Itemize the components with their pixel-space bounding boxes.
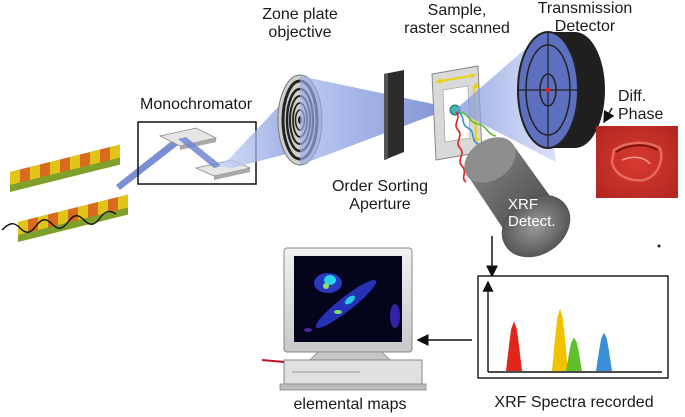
undulator-magnet xyxy=(70,154,80,171)
undulator-magnet xyxy=(28,217,38,233)
diff-phase-arrow xyxy=(603,107,615,124)
undulator-magnet xyxy=(30,164,40,181)
xrf-label-line1: XRF xyxy=(508,196,538,213)
spectrum-peak xyxy=(506,321,522,371)
spectra-peaks xyxy=(506,308,612,371)
order-sorting-aperture xyxy=(384,70,404,160)
xrf-detector xyxy=(464,137,571,258)
keyboard xyxy=(279,383,427,391)
raster-arrow-horizontal xyxy=(440,74,471,83)
diff-phase-label: Diff. Phase xyxy=(618,88,663,124)
transmission-detector xyxy=(517,31,605,149)
xrf-label-line2: Detect. xyxy=(508,213,556,231)
transmission-label-line2: Detector xyxy=(554,17,616,35)
undulator-magnet xyxy=(90,149,100,166)
undulator-magnet xyxy=(40,162,50,178)
sample-label-line1: Sample, xyxy=(427,2,487,19)
undulator-bottom-array xyxy=(18,194,128,242)
undulator-magnet xyxy=(98,199,108,216)
undulator-magnet xyxy=(100,147,110,163)
spectra-panel xyxy=(477,275,669,379)
osa-label-line2: Aperture xyxy=(349,195,411,213)
spectrum-peak xyxy=(566,337,582,371)
focusing-cone xyxy=(300,76,452,165)
order-sorting-aperture-label: Order Sorting Aperture xyxy=(332,178,428,214)
sample-label: Sample, raster scanned xyxy=(404,2,510,38)
sample-label-line2: raster scanned xyxy=(404,19,510,37)
undulator-magnet xyxy=(80,152,90,168)
diff-phase-label-line1: Diff. xyxy=(618,88,647,105)
zone-plate-label-line2: objective xyxy=(268,23,332,41)
undulator-magnet xyxy=(50,159,60,176)
mono-beam-down xyxy=(178,137,222,168)
undulator-magnet xyxy=(18,219,28,235)
diff-phase-image xyxy=(596,126,678,198)
xrf-spectra-label: XRF Spectra recorded xyxy=(494,394,654,411)
zone-plate-label: Zone plate objective xyxy=(262,6,338,42)
undulator-magnet xyxy=(110,144,120,161)
computer-cable xyxy=(261,359,285,363)
undulator-magnet xyxy=(48,212,58,228)
elemental-map-cells xyxy=(304,273,400,332)
undulator-magnet xyxy=(78,204,88,221)
undulator-magnet xyxy=(60,157,70,173)
xrf-detector-label: XRF Detect. xyxy=(508,196,556,231)
transmission-detector-label: Transmission Detector xyxy=(538,0,633,36)
monochromator-label: Monochromator xyxy=(140,96,253,113)
monitor-stand xyxy=(309,351,391,361)
diff-phase-label-line2: Phase xyxy=(618,105,664,123)
stray-dot xyxy=(657,244,661,248)
electron-wiggle-path xyxy=(1,210,117,233)
undulator-magnet xyxy=(10,169,20,185)
undulator-magnet xyxy=(118,194,128,211)
undulator xyxy=(1,144,128,242)
spectrum-peak xyxy=(552,308,568,371)
zone-plate-label-line1: Zone plate xyxy=(262,6,338,23)
undulator-magnet xyxy=(38,214,48,231)
xray-beam-incoming xyxy=(116,136,182,190)
undulator-magnet xyxy=(108,197,118,213)
elemental-maps-label: elemental maps xyxy=(293,396,407,413)
undulator-top-array xyxy=(10,144,120,192)
undulator-magnet xyxy=(88,202,98,218)
transmission-label-line1: Transmission xyxy=(537,0,633,17)
undulator-magnet xyxy=(58,209,68,226)
spectrum-peak xyxy=(596,332,612,371)
undulator-magnet xyxy=(20,167,30,183)
osa-label-line1: Order Sorting xyxy=(331,178,429,195)
computer xyxy=(261,247,427,391)
